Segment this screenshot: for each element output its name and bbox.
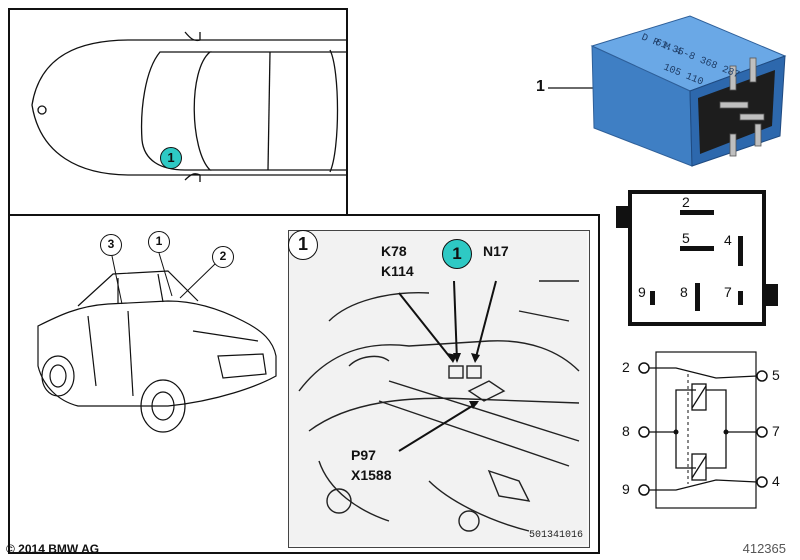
schematic-pin-8: 8 bbox=[622, 423, 630, 439]
car-side-drawing bbox=[37, 270, 277, 433]
pinout-pin-8: 8 bbox=[680, 284, 688, 300]
schematic-pin-2: 2 bbox=[622, 359, 630, 375]
pinout-pin-7: 7 bbox=[724, 284, 732, 300]
car-side-callout-3: 3 bbox=[100, 234, 122, 256]
detail-bubble: 1 bbox=[442, 239, 472, 269]
detail-panel: 3 1 2 bbox=[8, 214, 600, 554]
engine-bay-box: 1 1 K78 K114 N17 P97 X1588 501341016 bbox=[288, 230, 590, 548]
relay-schematic: 2 8 9 5 7 4 bbox=[616, 350, 792, 512]
relay-photo bbox=[590, 15, 787, 167]
schematic-pin-7: 7 bbox=[772, 423, 780, 439]
pinout-diagram: 2 5 4 9 8 7 bbox=[610, 188, 786, 330]
top-view-panel: 1 bbox=[8, 8, 348, 216]
copyright-text: © 2014 BMW AG bbox=[6, 542, 100, 556]
pinout-pin-9: 9 bbox=[638, 284, 646, 300]
top-view-bubble: 1 bbox=[160, 147, 182, 169]
label-k78: K78 bbox=[381, 243, 407, 259]
pinout-pin-4: 4 bbox=[724, 232, 732, 248]
relay-leader-line bbox=[548, 87, 598, 89]
car-side-callout-2: 2 bbox=[212, 246, 234, 268]
pinout-pin-5: 5 bbox=[682, 230, 690, 246]
reference-number: 412365 bbox=[742, 541, 786, 556]
car-side-callout-1: 1 bbox=[148, 231, 170, 253]
label-k114: K114 bbox=[381, 263, 414, 279]
detail-callout-circle: 1 bbox=[288, 230, 318, 260]
car-top-view-drawing bbox=[31, 31, 346, 182]
engine-bay-drawing bbox=[289, 231, 587, 545]
schematic-pin-5: 5 bbox=[772, 367, 780, 383]
relay-part-label: 1 bbox=[536, 78, 545, 95]
label-x1588: X1588 bbox=[351, 467, 392, 483]
schematic-pin-9: 9 bbox=[622, 481, 630, 497]
label-p97: P97 bbox=[351, 447, 376, 463]
schematic-pin-4: 4 bbox=[772, 473, 780, 489]
pinout-pin-2: 2 bbox=[682, 194, 690, 210]
label-n17: N17 bbox=[483, 243, 509, 259]
image-code: 501341016 bbox=[528, 530, 583, 541]
car-side-leader-lines bbox=[111, 252, 216, 305]
